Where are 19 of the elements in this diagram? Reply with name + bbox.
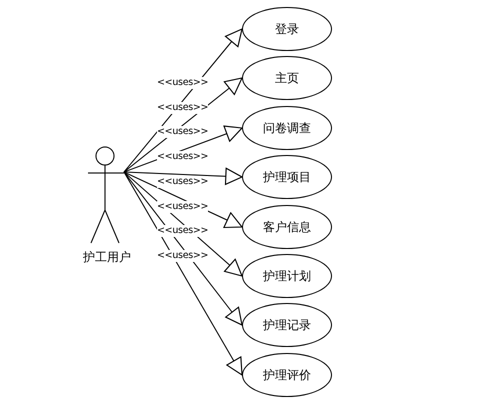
- use-case-ellipse: 护理评价: [242, 353, 332, 397]
- arrow: [124, 168, 243, 185]
- use-case-ellipse: 登录: [242, 7, 332, 51]
- use-case-ellipse: 护理项目: [242, 155, 332, 199]
- arrow: [124, 172, 243, 376]
- edge-label: <<uses>>: [157, 102, 208, 114]
- edge-label: <<uses>>: [157, 225, 208, 237]
- edge-label: <<uses>>: [157, 250, 208, 262]
- edge-label: <<uses>>: [157, 176, 208, 188]
- edge-label: <<uses>>: [157, 77, 208, 89]
- use-case-ellipse: 客户信息: [242, 205, 332, 249]
- edge-label: <<uses>>: [157, 201, 208, 213]
- edge-label: <<uses>>: [157, 126, 208, 138]
- use-case-ellipse: 护理计划: [242, 254, 332, 298]
- use-case-ellipse: 问卷调查: [242, 106, 332, 150]
- use-case-ellipse: 护理记录: [242, 303, 332, 347]
- actor-name: 护工用户: [82, 249, 132, 266]
- use-case-ellipse: 主页: [242, 56, 332, 100]
- edge-label: <<uses>>: [157, 151, 208, 163]
